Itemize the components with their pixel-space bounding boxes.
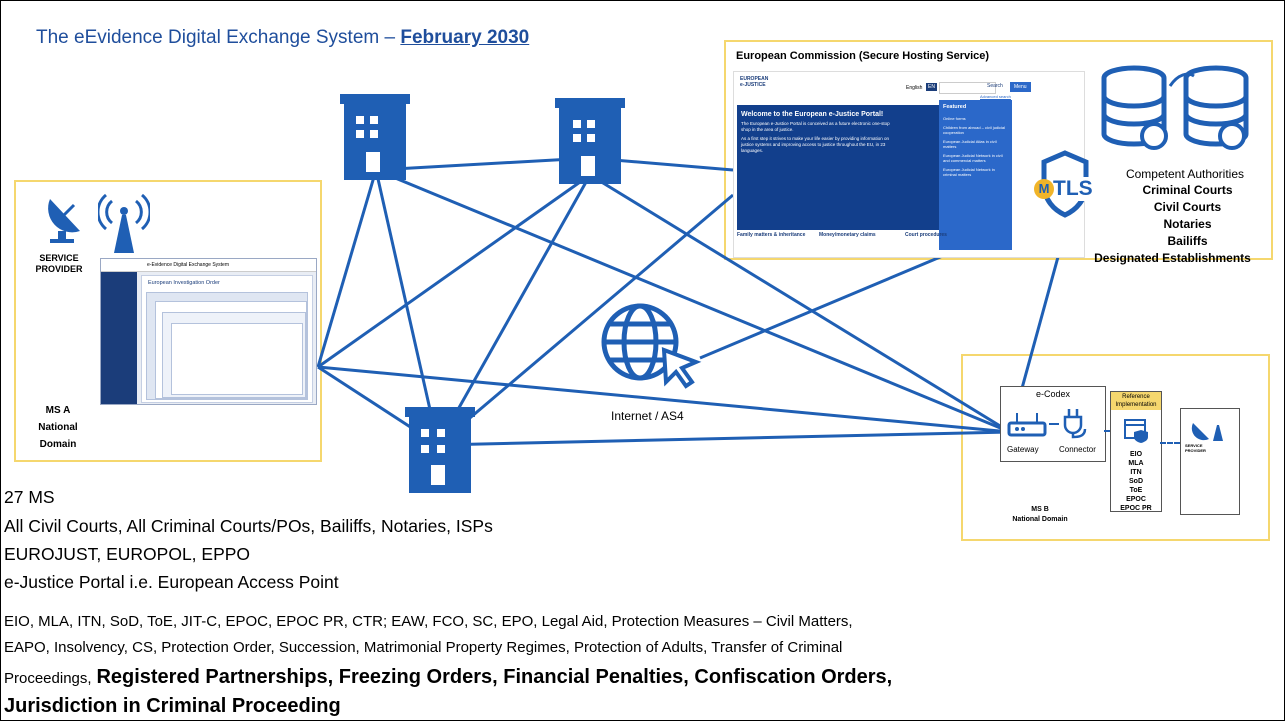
ref-impl-item: EIO bbox=[1129, 451, 1143, 458]
authority-item: Designated Establishments bbox=[1094, 251, 1251, 265]
ms-b-sp-line2: PROVIDER bbox=[1185, 448, 1206, 453]
building-icon bbox=[555, 98, 625, 184]
portal-featured-title: Featured bbox=[943, 104, 967, 110]
portal-featured-panel: Featured Online forms Children from abro… bbox=[939, 100, 1012, 250]
ref-impl-item: MLA bbox=[1128, 460, 1144, 467]
app-header-text: e-Evidence Digital Exchange System bbox=[101, 259, 316, 272]
title-prefix: The eEvidence Digital Exchange System – bbox=[36, 27, 396, 48]
ec-heading: European Commission (Secure Hosting Serv… bbox=[736, 50, 990, 62]
ms-a-service-provider: SERVICE PROVIDER bbox=[20, 253, 98, 275]
portal-col3-title[interactable]: Court procedures bbox=[905, 232, 947, 238]
gateway-router-icon bbox=[1007, 413, 1047, 437]
portal-logo: EUROPEAN e-JUSTICE bbox=[740, 76, 768, 88]
ms-a-domain-line2: National Domain bbox=[38, 422, 78, 450]
bottom-line-8: Jurisdiction in Criminal Proceeding bbox=[4, 695, 341, 717]
ms-b-domain-line1: MS B bbox=[1031, 506, 1049, 513]
portal-featured-item[interactable]: European Judicial Network in criminal ma… bbox=[943, 167, 995, 177]
ms-b-sp-line1: SERVICE bbox=[1185, 443, 1203, 448]
slide-title: The eEvidence Digital Exchange System – … bbox=[36, 27, 529, 49]
portal-welcome-panel: Welcome to the European e-Justice Portal… bbox=[737, 105, 939, 230]
ms-b-domain-label: MS B National Domain bbox=[1000, 505, 1080, 525]
authorities-list: Criminal Courts Civil Courts Notaries Ba… bbox=[1080, 182, 1265, 267]
ms-b-service-provider-box: SERVICE PROVIDER bbox=[1180, 408, 1240, 515]
satellite-dish-icon bbox=[48, 199, 80, 243]
connector-plug-icon bbox=[1063, 409, 1087, 439]
bottom-line-7-bold: Registered Partnerships, Freezing Orders… bbox=[96, 666, 893, 688]
ref-impl-item: SoD bbox=[1129, 478, 1143, 485]
building-icon bbox=[340, 94, 410, 180]
bottom-line-3: EUROJUST, EUROPOL, EPPO bbox=[4, 544, 251, 564]
authority-item: Bailiffs bbox=[1167, 234, 1208, 248]
gateway-label: Gateway bbox=[1007, 445, 1039, 454]
bottom-line-7: Proceedings, Registered Partnerships, Fr… bbox=[4, 665, 892, 691]
database-icon bbox=[1101, 65, 1249, 150]
ref-impl-item: ToE bbox=[1129, 487, 1143, 494]
portal-featured-item[interactable]: Children from abroad – civil judicial co… bbox=[943, 125, 1006, 135]
competent-authorities: Competent Authorities bbox=[1110, 166, 1260, 182]
portal-logo-line1: EUROPEAN bbox=[740, 76, 769, 82]
ms-a-domain-line1: MS A bbox=[45, 405, 71, 416]
globe-icon bbox=[601, 303, 702, 389]
bottom-line-1: 27 MS bbox=[4, 487, 55, 507]
ms-a-sp-line1: SERVICE bbox=[39, 253, 79, 263]
portal-lang-code[interactable]: EN bbox=[926, 83, 937, 91]
mtls-label: TLS bbox=[1052, 177, 1094, 201]
ref-impl-header: Reference Implementation bbox=[1111, 392, 1161, 410]
ms-a-domain-label: MS A National Domain bbox=[20, 402, 96, 453]
ref-impl-items: EIO MLA ITN SoD ToE EPOC EPOC PR bbox=[1111, 450, 1161, 513]
ecodex-box: e-Codex Gateway Connector bbox=[1000, 386, 1106, 462]
ms-a-app-screenshots: e-Evidence Digital Exchange System Europ… bbox=[100, 258, 317, 405]
connector-label: Connector bbox=[1059, 445, 1096, 454]
browser-shield-icon bbox=[1124, 419, 1148, 443]
mtls-m-badge: M bbox=[1034, 179, 1054, 199]
ms-b-domain-line2: National Domain bbox=[1012, 516, 1068, 523]
satellite-antenna-icon bbox=[1191, 423, 1223, 441]
portal-welcome-text1: The European e-Justice Portal is conceiv… bbox=[741, 121, 890, 132]
ms-a-sp-line2: PROVIDER bbox=[35, 264, 83, 274]
portal-columns: Family matters & inheritance Money/monet… bbox=[737, 232, 1082, 257]
portal-search-input[interactable] bbox=[939, 82, 996, 94]
title-highlight: February 2030 bbox=[400, 27, 530, 48]
authority-item: Notaries bbox=[1163, 217, 1212, 231]
portal-language[interactable]: English bbox=[906, 85, 923, 91]
app-form-title: European Investigation Order bbox=[148, 280, 220, 286]
portal-welcome-title: Welcome to the European e-Justice Portal… bbox=[741, 111, 884, 118]
bottom-line-2: All Civil Courts, All Criminal Courts/PO… bbox=[4, 516, 493, 536]
bottom-line-6: EAPO, Insolvency, CS, Protection Order, … bbox=[4, 639, 843, 656]
portal-featured-item[interactable]: European Judicial Network in civil and c… bbox=[943, 153, 1003, 163]
portal-col1-title[interactable]: Family matters & inheritance bbox=[737, 232, 806, 238]
authorities-title: Competent Authorities bbox=[1125, 167, 1245, 181]
portal-advanced-search[interactable]: Advanced search bbox=[980, 94, 1011, 99]
ref-impl-item: ITN bbox=[1130, 469, 1142, 476]
reference-implementation-box: Reference Implementation EIO MLA ITN SoD… bbox=[1110, 391, 1162, 512]
ms-b-service-provider-label: SERVICE PROVIDER bbox=[1185, 443, 1206, 453]
ref-impl-line2: Implementation bbox=[1115, 402, 1157, 408]
e-justice-portal-screenshot: EUROPEAN e-JUSTICE English EN Search Men… bbox=[733, 71, 1085, 258]
portal-featured-item[interactable]: Online forms bbox=[943, 116, 966, 121]
ecodex-title: e-Codex bbox=[1035, 389, 1071, 399]
authority-item: Civil Courts bbox=[1153, 200, 1222, 214]
internet-label: Internet / AS4 bbox=[611, 409, 684, 423]
bottom-line-5: EIO, MLA, ITN, SoD, ToE, JIT-C, EPOC, EP… bbox=[4, 613, 853, 630]
portal-col2-title[interactable]: Money/monetary claims bbox=[819, 232, 876, 238]
ref-impl-item: EPOC PR bbox=[1120, 505, 1152, 512]
portal-search-button[interactable]: Search bbox=[987, 83, 1003, 89]
ref-impl-line1: Reference bbox=[1122, 394, 1150, 400]
ref-impl-item: EPOC bbox=[1126, 496, 1146, 503]
portal-featured-item[interactable]: European Judicial Atlas in civil matters bbox=[943, 139, 997, 149]
portal-welcome-text2: As a first step it strives to make your … bbox=[741, 136, 890, 153]
authority-item: Criminal Courts bbox=[1142, 183, 1233, 197]
antenna-tower-icon bbox=[98, 193, 150, 253]
portal-logo-line2: e-JUSTICE bbox=[740, 82, 766, 88]
ecodex-to-ref-link bbox=[1104, 430, 1112, 432]
portal-menu-button[interactable]: Menu bbox=[1010, 82, 1031, 92]
ref-to-sp-link bbox=[1160, 442, 1180, 444]
bottom-line-4: e-Justice Portal i.e. European Access Po… bbox=[4, 572, 339, 592]
building-icon bbox=[405, 407, 475, 493]
bottom-line-7-normal: Proceedings, bbox=[4, 670, 92, 687]
